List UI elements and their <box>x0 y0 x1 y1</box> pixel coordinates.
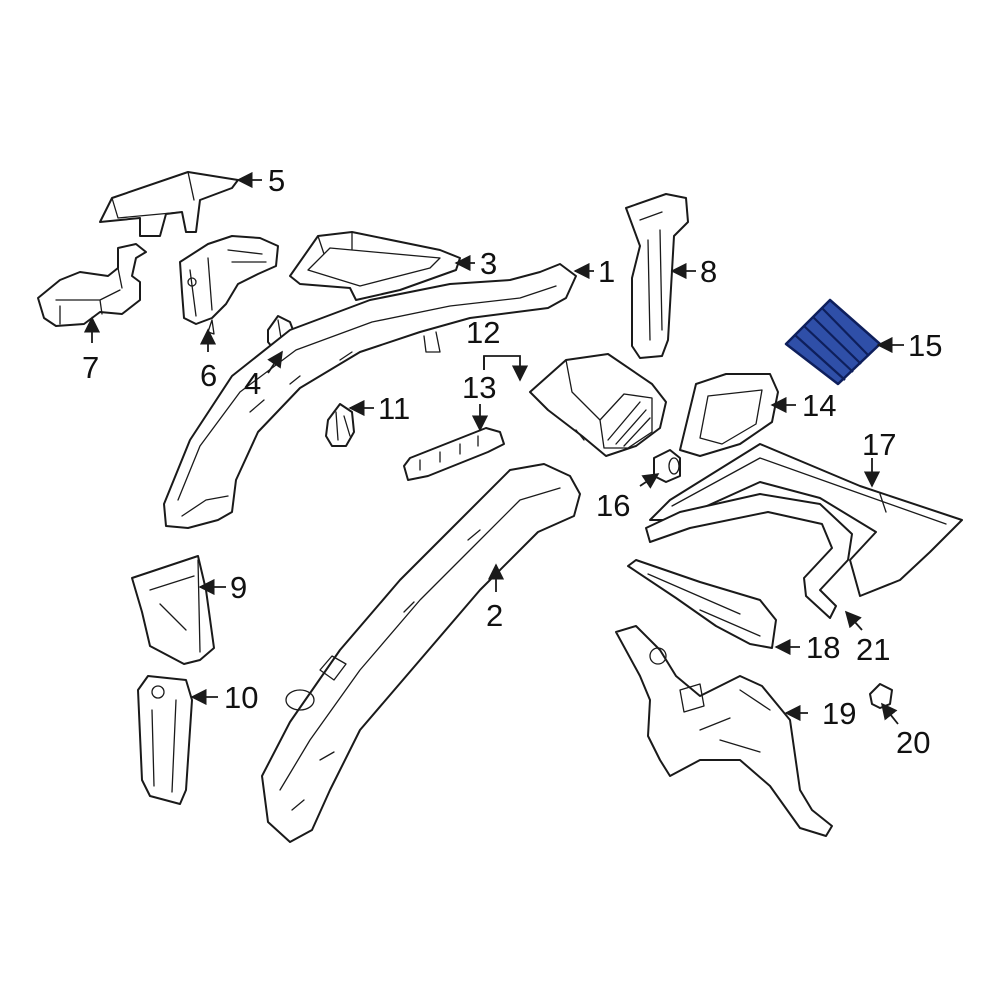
part-9-side-bracket[interactable] <box>131 555 215 665</box>
callout-19: 19 <box>822 696 856 731</box>
part-17-u-frame[interactable] <box>649 443 963 597</box>
part-12-duct[interactable] <box>529 353 667 457</box>
callout-15: 15 <box>908 328 942 363</box>
callout-1: 1 <box>598 254 615 289</box>
part-2-reinforcement-rail[interactable] <box>261 463 581 843</box>
callout-3: 3 <box>480 246 497 281</box>
part-13-bracket[interactable] <box>403 427 505 481</box>
callout-8: 8 <box>700 254 717 289</box>
part-11-clip[interactable] <box>325 403 355 447</box>
callout-5: 5 <box>268 163 285 198</box>
callout-10: 10 <box>224 680 258 715</box>
leader-lines <box>83 171 904 725</box>
callout-6: 6 <box>200 358 217 393</box>
callout-labels: 1 2 3 4 5 6 7 8 9 10 11 12 13 14 15 16 1… <box>82 163 942 760</box>
part-16-grommet[interactable] <box>653 449 681 483</box>
part-8-pillar-trim[interactable] <box>625 193 689 359</box>
part-20-push-clip[interactable] <box>869 683 893 709</box>
callout-11: 11 <box>378 391 410 426</box>
part-1-arched-rail[interactable] <box>163 263 577 529</box>
callout-4: 4 <box>244 366 261 401</box>
callout-7: 7 <box>82 350 99 385</box>
callout-13: 13 <box>462 370 496 405</box>
part-5-trim-panel[interactable] <box>99 171 239 237</box>
part-19-wheelhouse[interactable] <box>615 625 833 837</box>
callout-16: 16 <box>596 488 630 523</box>
callout-9: 9 <box>230 570 247 605</box>
callout-17: 17 <box>862 427 896 462</box>
part-7-bracket[interactable] <box>37 243 147 327</box>
callout-20: 20 <box>896 725 930 760</box>
callout-14: 14 <box>802 388 836 423</box>
callout-18: 18 <box>806 630 840 665</box>
part-6-reinforcement[interactable] <box>179 235 279 335</box>
part-18-inner-liner[interactable] <box>627 559 777 649</box>
part-14-frame-housing[interactable] <box>679 373 779 457</box>
part-10-lower-panel[interactable] <box>137 675 193 805</box>
part-21-seal-strip[interactable] <box>645 493 853 619</box>
callout-12: 12 <box>466 315 500 350</box>
callout-2: 2 <box>486 598 503 633</box>
callout-21: 21 <box>856 632 890 667</box>
part-15-filter-highlighted[interactable] <box>784 298 882 386</box>
part-3-cover-panel[interactable] <box>289 231 461 301</box>
